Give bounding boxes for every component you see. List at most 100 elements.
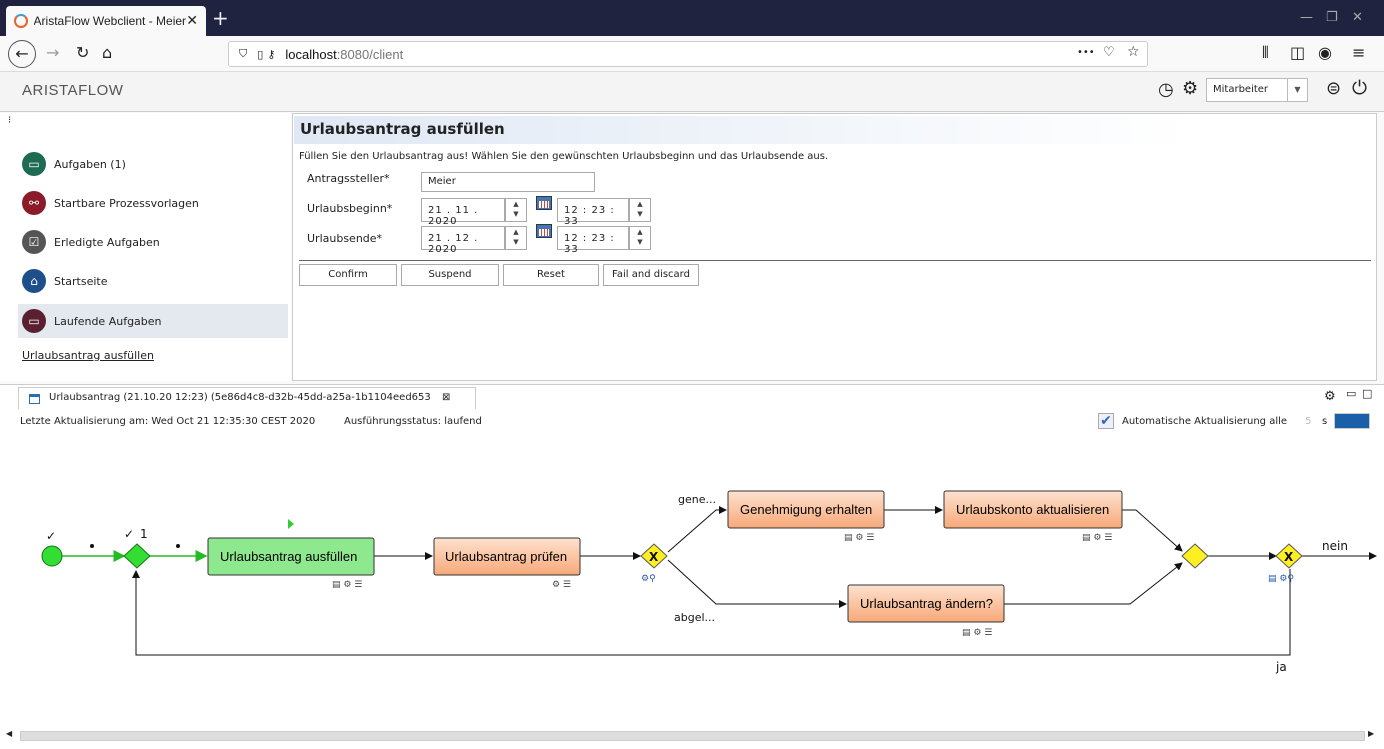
activity-tools-icon: ▤ ⚙ ☰	[1082, 533, 1112, 543]
key-icon: ⚷	[267, 47, 276, 61]
process-edges	[62, 506, 1377, 656]
list-menu-icon[interactable]: ⊜	[1326, 78, 1342, 99]
sidebar-item-tasks[interactable]: ▭ Aufgaben (1)	[18, 147, 288, 181]
activity-label: Genehmigung erhalten	[740, 502, 872, 517]
activity-get-approval[interactable]: Genehmigung erhalten ▤ ⚙ ☰	[727, 490, 885, 543]
sidebar-toggle-icon[interactable]: ◫	[1290, 43, 1306, 62]
end-date-stepper[interactable]: ▲▼	[505, 226, 527, 250]
start-date-stepper[interactable]: ▲▼	[505, 198, 527, 222]
new-tab-button[interactable]: +	[212, 6, 229, 30]
calendar-icon[interactable]	[536, 224, 552, 238]
confirm-button[interactable]: Confirm	[299, 264, 397, 286]
aristaflow-favicon-icon	[14, 14, 28, 28]
close-window-icon[interactable]: ✕	[1352, 10, 1363, 25]
edge-label-rejected: abgel...	[674, 611, 715, 624]
start-event-icon[interactable]	[41, 545, 63, 567]
activity-fill-request[interactable]: Urlaubsantrag ausfüllen ▤ ⚙ ☰	[207, 519, 375, 590]
applicant-input[interactable]: Meier	[421, 172, 595, 192]
minimize-icon[interactable]: —	[1300, 10, 1313, 25]
loop-end-gateway[interactable]	[1275, 543, 1303, 569]
close-tab-icon[interactable]: ✕	[186, 13, 198, 29]
play-icon	[288, 519, 294, 529]
account-icon[interactable]: ◉	[1318, 43, 1332, 62]
auto-refresh-checkbox[interactable]: ✔	[1098, 413, 1114, 429]
start-time-stepper[interactable]: ▲▼	[629, 198, 651, 222]
sidebar-item-startable-templates[interactable]: ⚯ Startbare Prozessvorlagen	[18, 186, 288, 220]
running-task-link[interactable]: Urlaubsantrag ausfüllen	[22, 349, 154, 362]
last-update-text: Letzte Aktualisierung am: Wed Oct 21 12:…	[20, 416, 316, 427]
page-icon: ▯	[257, 47, 264, 61]
auto-refresh-label: Automatische Aktualisierung alle	[1122, 416, 1288, 427]
browser-nav-bar: ← → ↻ ⌂ ⛉ ▯ ⚷ localhost:8080/client ••• …	[0, 36, 1384, 72]
process-diagram: ✓ ✓ 1 Urlaubsantrag ausfüllen ▤ ⚙ ☰ Urla…	[41, 490, 1377, 674]
page-actions-icon[interactable]: •••	[1077, 47, 1095, 58]
maximize-panel-icon[interactable]: □	[1362, 387, 1373, 400]
reload-icon[interactable]: ↻	[76, 43, 90, 62]
activity-label: Urlaubsantrag ausfüllen	[220, 549, 357, 564]
form-description: Füllen Sie den Urlaubsantrag aus! Wählen…	[299, 151, 829, 162]
activity-label: Urlaubsantrag ändern?	[860, 596, 993, 611]
calendar-icon[interactable]	[536, 196, 552, 210]
xor-join-gateway[interactable]	[1181, 543, 1209, 569]
edge-label-yes: ja	[1275, 660, 1287, 674]
activity-change-request[interactable]: Urlaubsantrag ändern? ▤ ⚙ ☰	[847, 584, 1005, 638]
process-template-icon: ⚯	[22, 191, 46, 215]
url-bar[interactable]: ⛉ ▯ ⚷ localhost:8080/client ••• ♡ ☆	[228, 41, 1148, 67]
fail-discard-button[interactable]: Fail and discard	[603, 264, 699, 286]
power-icon[interactable]: ⏻	[1352, 77, 1368, 99]
chevron-down-icon: ▼	[1287, 79, 1307, 101]
end-time-stepper[interactable]: ▲▼	[629, 226, 651, 250]
close-tab-icon[interactable]: ⊠	[441, 392, 451, 403]
collapse-sidebar-icon[interactable]: ⁝	[8, 115, 12, 126]
horizontal-scrollbar[interactable]	[20, 731, 1365, 741]
menu-icon[interactable]: ≡	[1352, 43, 1366, 62]
sidebar-item-label: Startseite	[54, 274, 108, 288]
activity-tools-icon: ⚙ ☰	[552, 580, 571, 590]
forward-button[interactable]: →	[46, 43, 60, 62]
form-title: Urlaubsantrag ausfüllen	[294, 116, 1194, 144]
end-date-input[interactable]: 21 . 12 . 2020	[421, 226, 505, 255]
scroll-right-icon[interactable]: ▶	[1368, 729, 1375, 738]
sidebar-item-home[interactable]: ⌂ Startseite	[18, 264, 288, 298]
activity-update-account[interactable]: Urlaubskonto aktualisieren ▤ ⚙ ☰	[943, 490, 1123, 543]
back-button[interactable]: ←	[8, 40, 36, 68]
gateway-tools-icon: ▤ ⚙⚲	[1268, 574, 1294, 584]
history-icon[interactable]: ◷	[1158, 79, 1174, 100]
scroll-left-icon[interactable]: ◀	[6, 729, 13, 738]
gear-icon[interactable]: ⚙	[1182, 78, 1199, 99]
auto-refresh-toggle[interactable]	[1334, 413, 1370, 429]
gateway-tools-icon: ⚙⚲	[641, 574, 656, 584]
app-header: ARISTAFLOW ◷ ⚙ Mitarbeiter ▼ ⊜ ⏻	[0, 72, 1384, 112]
form-separator	[299, 260, 1371, 261]
home-icon[interactable]: ⌂	[102, 43, 113, 62]
running-inbox-icon: ▭	[22, 309, 46, 333]
settings-icon[interactable]: ⚙	[1324, 389, 1336, 404]
suspend-button[interactable]: Suspend	[401, 264, 499, 286]
activity-tools-icon: ▤ ⚙ ☰	[332, 580, 362, 590]
loop-gateway[interactable]	[123, 543, 151, 569]
end-time-input[interactable]: 12 : 23 : 33	[557, 226, 629, 255]
xor-split-gateway[interactable]	[640, 543, 668, 569]
activity-review-request[interactable]: Urlaubsantrag prüfen ⚙ ☰	[433, 537, 581, 590]
activity-tools-icon: ▤ ⚙ ☰	[962, 628, 992, 638]
browser-tab-bar: AristaFlow Webclient - Meier ( ✕ + — ❐ ✕	[0, 0, 1384, 36]
pocket-icon[interactable]: ♡	[1103, 45, 1115, 60]
role-select[interactable]: Mitarbeiter ▼	[1206, 78, 1308, 102]
bookmark-star-icon[interactable]: ☆	[1127, 44, 1140, 60]
library-icon[interactable]: ⫴	[1262, 43, 1269, 62]
start-date-input[interactable]: 21 . 11 . 2020	[421, 198, 505, 227]
shield-icon[interactable]: ⛉	[239, 47, 248, 60]
browser-tab[interactable]: AristaFlow Webclient - Meier ( ✕	[6, 6, 206, 36]
end-label: Urlaubsende*	[307, 232, 383, 245]
restore-icon[interactable]: ❐	[1326, 10, 1338, 25]
minimize-panel-icon[interactable]: ▭	[1346, 387, 1357, 400]
sidebar-item-running-tasks[interactable]: ▭ Laufende Aufgaben	[18, 304, 288, 338]
reset-button[interactable]: Reset	[503, 264, 599, 286]
auto-refresh-interval[interactable]: 5	[1305, 416, 1312, 427]
auto-refresh-unit: s	[1322, 416, 1328, 427]
sidebar-item-completed-tasks[interactable]: ☑ Erledigte Aufgaben	[18, 225, 288, 259]
process-tab[interactable]: Urlaubsantrag (21.10.20 12:23) (5e86d4c8…	[18, 387, 476, 409]
start-time-input[interactable]: 12 : 23 : 33	[557, 198, 629, 227]
process-panel: Urlaubsantrag (21.10.20 12:23) (5e86d4c8…	[0, 384, 1384, 749]
checkbox-icon: ☑	[22, 230, 46, 254]
